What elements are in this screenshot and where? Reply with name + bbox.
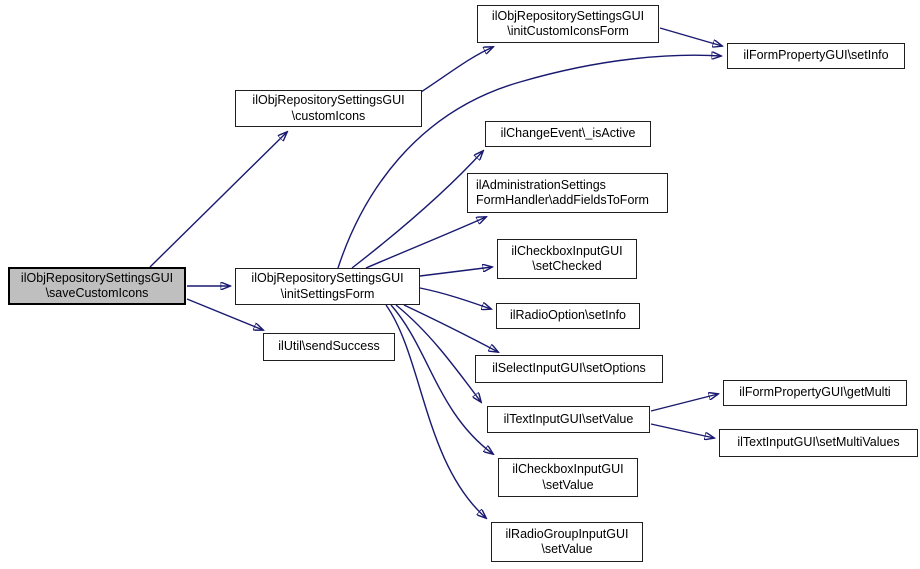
node-init-settings-form[interactable]: ilObjRepositorySettingsGUI \initSettings… — [235, 268, 420, 305]
edge-initSettingsForm-setInfo — [337, 55, 721, 269]
node-save-custom-icons: ilObjRepositorySettingsGUI \saveCustomIc… — [8, 267, 186, 305]
edge-initSettingsForm-radioGroupSetValue — [385, 304, 486, 518]
node-add-fields-to-form[interactable]: ilAdministrationSettings FormHandler\add… — [467, 173, 668, 213]
node-label: \setValue — [541, 542, 593, 556]
edge-textSetValue-setMultiValues — [650, 423, 714, 438]
node-label: ilTextInputGUI\setValue — [503, 411, 634, 426]
node-get-multi[interactable]: ilFormPropertyGUI\getMulti — [723, 380, 907, 406]
node-text-set-value[interactable]: ilTextInputGUI\setValue — [487, 406, 650, 433]
node-custom-icons[interactable]: ilObjRepositorySettingsGUI \customIcons — [235, 90, 422, 127]
edge-initSettingsForm-textSetValue — [395, 304, 481, 402]
node-label: ilObjRepositorySettingsGUI — [491, 8, 645, 23]
node-send-success[interactable]: ilUtil\sendSuccess — [263, 333, 395, 361]
node-label: \initSettingsForm — [280, 286, 375, 301]
node-radio-group-set-value[interactable]: ilRadioGroupInputGUI \setValue — [491, 522, 643, 562]
node-label: ilRadioOption\setInfo — [509, 308, 627, 323]
node-init-custom-icons-form[interactable]: ilObjRepositorySettingsGUI \initCustomIc… — [477, 5, 659, 43]
node-label: ilTextInputGUI\setMultiValues — [737, 435, 900, 450]
edge-initSettingsForm-isActive — [351, 151, 483, 269]
node-set-info[interactable]: ilFormPropertyGUI\setInfo — [727, 43, 905, 69]
edge-textSetValue-getMulti — [650, 394, 718, 412]
edge-saveCustomIcons-customIcons — [149, 132, 287, 268]
node-label: ilCheckboxInputGUI — [511, 243, 623, 258]
node-label: ilObjRepositorySettingsGUI — [252, 93, 405, 107]
node-radio-option-set-info[interactable]: ilRadioOption\setInfo — [496, 303, 640, 329]
node-label: \setValue — [542, 477, 594, 492]
node-set-checked[interactable]: ilCheckboxInputGUI \setChecked — [497, 239, 637, 279]
node-label: \saveCustomIcons — [45, 286, 149, 300]
node-label: \setChecked — [532, 259, 602, 273]
edge-initSettingsForm-setOptions — [403, 304, 498, 352]
node-label: ilChangeEvent\_isActive — [500, 126, 636, 141]
edge-initCustomIconsForm-setInfo — [659, 27, 722, 46]
edge-initSettingsForm-addFieldsToForm — [365, 217, 486, 269]
edge-initSettingsForm-setChecked — [419, 267, 492, 277]
node-checkbox-set-value[interactable]: ilCheckboxInputGUI \setValue — [498, 458, 638, 497]
edge-customIcons-initCustomIconsForm — [420, 47, 493, 93]
node-label: ilSelectInputGUI\setOptions — [492, 361, 646, 376]
node-label: ilAdministrationSettings — [476, 177, 606, 192]
node-label: ilCheckboxInputGUI — [512, 462, 624, 476]
node-label: ilObjRepositorySettingsGUI — [20, 270, 174, 285]
node-label: FormHandler\addFieldsToForm — [476, 193, 649, 207]
node-label: ilFormPropertyGUI\setInfo — [743, 48, 889, 63]
node-label: \initCustomIconsForm — [507, 24, 629, 38]
node-is-active[interactable]: ilChangeEvent\_isActive — [485, 121, 651, 147]
node-label: ilUtil\sendSuccess — [278, 339, 380, 354]
node-label: \customIcons — [291, 108, 366, 123]
node-set-options[interactable]: ilSelectInputGUI\setOptions — [475, 355, 663, 383]
edge-initSettingsForm-radioOptionSetInfo — [419, 287, 491, 309]
node-label: ilFormPropertyGUI\getMulti — [739, 385, 891, 400]
node-label: ilObjRepositorySettingsGUI — [251, 271, 404, 285]
node-label: ilRadioGroupInputGUI — [505, 526, 629, 541]
node-set-multi-values[interactable]: ilTextInputGUI\setMultiValues — [719, 429, 918, 457]
